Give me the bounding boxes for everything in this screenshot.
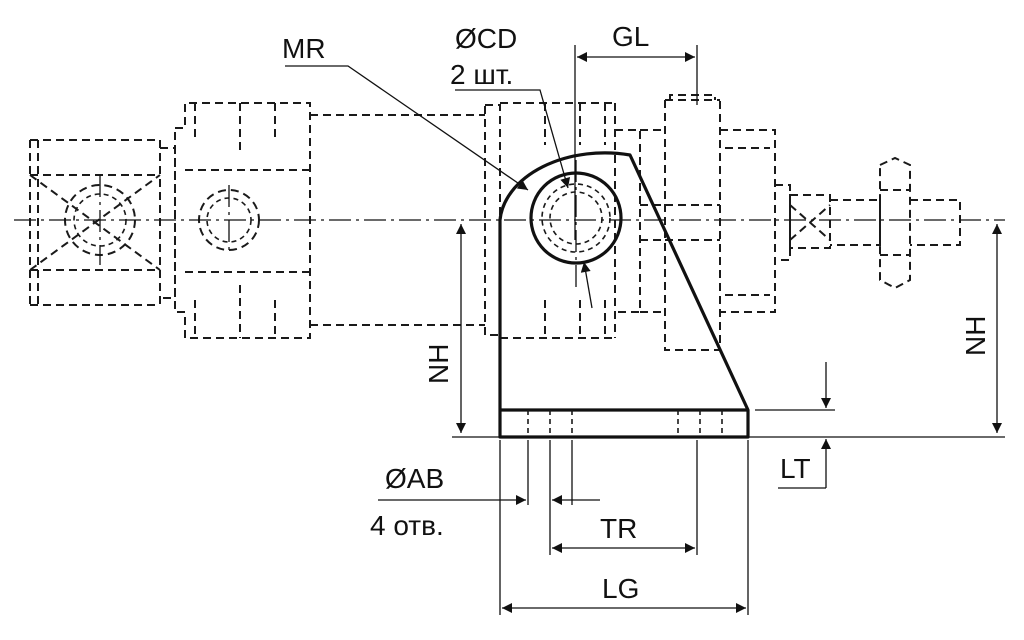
nh-left-label: NH <box>423 344 454 384</box>
dimension-labels: MR ØCD 2 шт. GL NH NH ØAB 4 отв. LT TR L… <box>282 21 991 604</box>
ab-qty-label: 4 отв. <box>370 510 444 541</box>
extension-lines <box>452 45 1005 615</box>
lg-label: LG <box>602 573 639 604</box>
cd-label: ØCD <box>455 23 517 54</box>
center-lines <box>14 160 1005 290</box>
ab-label: ØAB <box>385 463 444 494</box>
cd-qty-label: 2 шт. <box>450 59 513 90</box>
cd-leader <box>455 89 571 189</box>
pivot-bore-inner <box>541 183 611 253</box>
tr-label: TR <box>600 513 637 544</box>
mr-label: MR <box>282 33 326 64</box>
dimension-lines <box>285 52 1002 613</box>
cylinder-hidden-outline <box>29 94 961 351</box>
gl-label: GL <box>612 21 649 52</box>
mounting-bracket <box>498 151 750 439</box>
mr-leader <box>285 65 529 191</box>
lt-label: LT <box>780 453 811 484</box>
nh-right-label: NH <box>960 316 991 356</box>
